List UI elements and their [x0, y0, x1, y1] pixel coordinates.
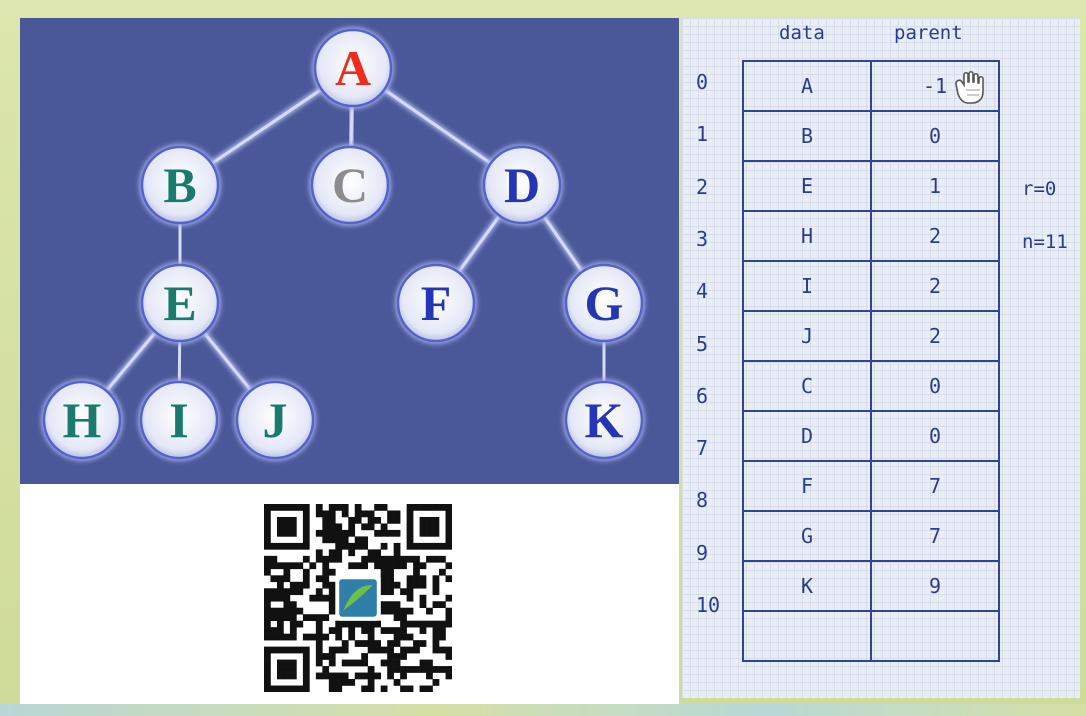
tree-node-label: A: [335, 40, 371, 96]
qr-code-icon: [264, 504, 452, 692]
tree-node-label: E: [163, 275, 196, 331]
row-index: 9: [696, 540, 709, 565]
tree-node-G: G: [563, 262, 645, 344]
tree-node-label: K: [585, 392, 624, 448]
tree-diagram-panel: A B C D E F G H I J K: [20, 18, 679, 484]
cell-data: F: [742, 460, 872, 512]
cell-data: J: [742, 310, 872, 362]
cell-data: E: [742, 160, 872, 212]
cell-parent: 0: [870, 360, 1000, 412]
tree-diagram: A B C D E F G H I J K: [41, 27, 645, 461]
tree-node-A: A: [312, 27, 394, 109]
cell-data: A: [742, 60, 872, 112]
root-label: r=0: [1022, 178, 1057, 200]
row-index: 10: [696, 593, 721, 617]
count-label: n=11: [1022, 231, 1068, 253]
cell-parent: 2: [870, 210, 1000, 262]
cell-parent: 0: [870, 110, 1000, 162]
cell-data: B: [742, 110, 872, 162]
row-index: 7: [696, 436, 709, 461]
tree-node-H: H: [41, 379, 123, 461]
cell-parent: 2: [870, 310, 1000, 362]
cell-data: [742, 610, 872, 662]
row-index: 3: [696, 226, 709, 251]
tree-node-label: G: [585, 275, 624, 331]
cell-data: K: [742, 560, 872, 612]
cell-data: G: [742, 510, 872, 562]
row-index: 1: [696, 122, 709, 147]
cell-parent: 1: [870, 160, 1000, 212]
tree-node-label: B: [163, 157, 196, 213]
table-row: A-1: [742, 60, 1000, 112]
cell-parent: 0: [870, 410, 1000, 462]
cell-data: D: [742, 410, 872, 462]
cell-data: C: [742, 360, 872, 412]
tree-node-B: B: [139, 144, 221, 226]
cell-parent: 2: [870, 260, 1000, 312]
tree-node-label: H: [63, 392, 102, 448]
tree-node-label: I: [169, 392, 188, 448]
tree-node-label: J: [263, 392, 288, 448]
row-index: 0: [696, 70, 709, 94]
bottom-strip: [0, 704, 1086, 716]
cell-data: H: [742, 210, 872, 262]
header-parent: parent: [894, 22, 963, 44]
tree-node-label: C: [332, 157, 368, 213]
tree-node-label: F: [421, 275, 452, 331]
row-index: 2: [696, 174, 709, 199]
row-index: 5: [696, 331, 709, 356]
tree-node-F: F: [395, 262, 477, 344]
qr-panel: [20, 484, 679, 706]
cell-parent: 7: [870, 510, 1000, 562]
tree-node-K: K: [563, 379, 645, 461]
pointing-hand-icon: [955, 70, 984, 104]
cell-parent: 9: [870, 560, 1000, 612]
cell-data: I: [742, 260, 872, 312]
tree-node-I: I: [138, 379, 220, 461]
tree-node-J: J: [234, 379, 316, 461]
header-data: data: [779, 22, 825, 44]
tree-node-C: C: [309, 144, 391, 226]
row-index: 6: [696, 383, 709, 408]
table-row: [742, 610, 1000, 662]
tree-node-label: D: [504, 157, 540, 213]
cell-parent: 7: [870, 460, 1000, 512]
cell-parent: [870, 610, 1000, 662]
tree-node-D: D: [481, 144, 563, 226]
tree-node-E: E: [139, 262, 221, 344]
row-index: 8: [696, 488, 709, 513]
row-index: 4: [696, 279, 709, 304]
